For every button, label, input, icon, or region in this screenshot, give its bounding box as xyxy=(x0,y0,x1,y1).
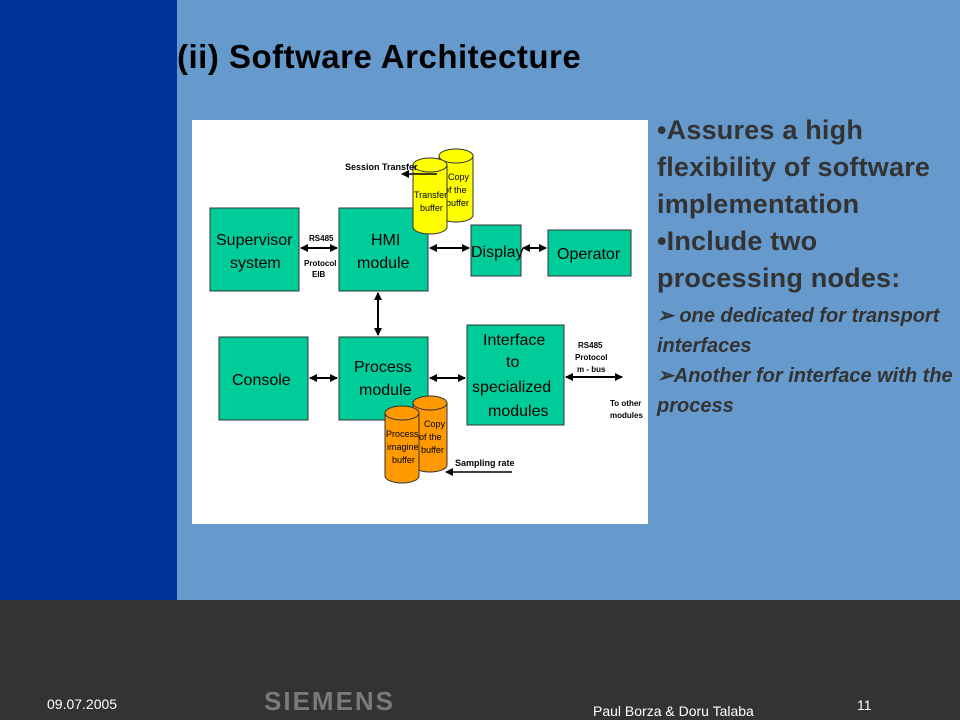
architecture-diagram-svg: Supervisor system HMI module Display Ope… xyxy=(209,148,643,484)
subbullet-2-text: Another for interface with the process xyxy=(657,365,953,417)
operator-box: Operator xyxy=(547,229,632,277)
supervisor-box: Supervisor system xyxy=(209,207,300,292)
console-label: Console xyxy=(232,372,291,389)
copy-top-3: buffer xyxy=(446,198,469,208)
process-imagine-buffer-cylinder: Process imagine buffer xyxy=(384,405,420,484)
process-buffer-3: buffer xyxy=(392,455,415,465)
bullet-2-text: Include two processing nodes: xyxy=(657,226,901,293)
copy-buffer-bottom-cylinder: Copy of the buffer xyxy=(412,395,448,473)
interface-label-4: modules xyxy=(488,403,548,420)
interface-box: Interface to specialized modules xyxy=(466,324,565,426)
interface-label-1: Interface xyxy=(483,332,545,349)
subbullet-1-text: one dedicated for transport interfaces xyxy=(657,305,940,357)
bullet-1-marker: • xyxy=(657,115,667,145)
subbullet-1: ➢ one dedicated for transport interfaces xyxy=(657,301,957,361)
footer-date: 09.07.2005 xyxy=(47,696,118,712)
process-buffer-2: imagine xyxy=(387,442,419,452)
footer-bar xyxy=(0,600,960,720)
copy-bottom-1: Copy xyxy=(424,419,446,429)
left-accent-bar xyxy=(0,0,177,600)
bullet-1-text: Assures a high flexibility of software i… xyxy=(657,115,931,219)
subbullet-2: ➢Another for interface with the process xyxy=(657,361,957,421)
console-box: Console xyxy=(218,336,309,421)
transfer-buffer-cylinder: Transfer buffer xyxy=(412,157,448,235)
page-number: 11 xyxy=(857,697,872,713)
display-label: Display xyxy=(471,244,523,261)
process-label-1: Process xyxy=(354,359,412,376)
interface-label-3: specialized xyxy=(472,379,551,396)
bullet-list: •Assures a high flexibility of software … xyxy=(657,112,957,421)
copy-top-2: of the xyxy=(444,185,467,195)
subbullet-2-marker: ➢ xyxy=(657,365,674,387)
copy-bottom-2: of the xyxy=(419,432,442,442)
rs485-right-1: RS485 xyxy=(578,341,603,350)
architecture-diagram: Supervisor system HMI module Display Ope… xyxy=(192,120,648,524)
bullet-1: •Assures a high flexibility of software … xyxy=(657,112,957,223)
bullet-2: •Include two processing nodes: xyxy=(657,223,957,297)
rs485-right-3: m - bus xyxy=(577,365,606,374)
rs485-right-2: Protocol xyxy=(575,353,607,362)
bullet-2-marker: • xyxy=(657,226,667,256)
process-buffer-1: Process xyxy=(386,429,419,439)
operator-label: Operator xyxy=(557,246,621,263)
rs485-left-2: Protocol xyxy=(304,259,336,268)
to-other-2: modules xyxy=(610,411,643,420)
interface-label-2: to xyxy=(506,354,519,371)
transfer-buffer-1: Transfer xyxy=(414,190,447,200)
rs485-left-1: RS485 xyxy=(309,234,334,243)
display-box: Display xyxy=(470,224,523,277)
copy-top-1: Copy xyxy=(448,172,470,182)
siemens-logo: SIEMENS xyxy=(264,686,396,716)
footer-authors: Paul Borza & Doru Talaba xyxy=(593,703,754,719)
copy-bottom-3: buffer xyxy=(421,445,444,455)
supervisor-label-2: system xyxy=(230,255,281,272)
subbullet-1-marker: ➢ xyxy=(657,305,674,327)
rs485-left-3: EIB xyxy=(312,270,326,279)
supervisor-label-1: Supervisor xyxy=(216,232,293,249)
transfer-buffer-2: buffer xyxy=(420,203,443,213)
sampling-rate-label: Sampling rate xyxy=(455,458,515,468)
session-transfer-label: Session Transfer xyxy=(345,162,418,172)
slide-title: (ii) Software Architecture xyxy=(177,38,582,75)
hmi-label-2: module xyxy=(357,255,410,272)
process-label-2: module xyxy=(359,382,412,399)
hmi-label-1: HMI xyxy=(371,232,400,249)
to-other-1: To other xyxy=(610,399,641,408)
